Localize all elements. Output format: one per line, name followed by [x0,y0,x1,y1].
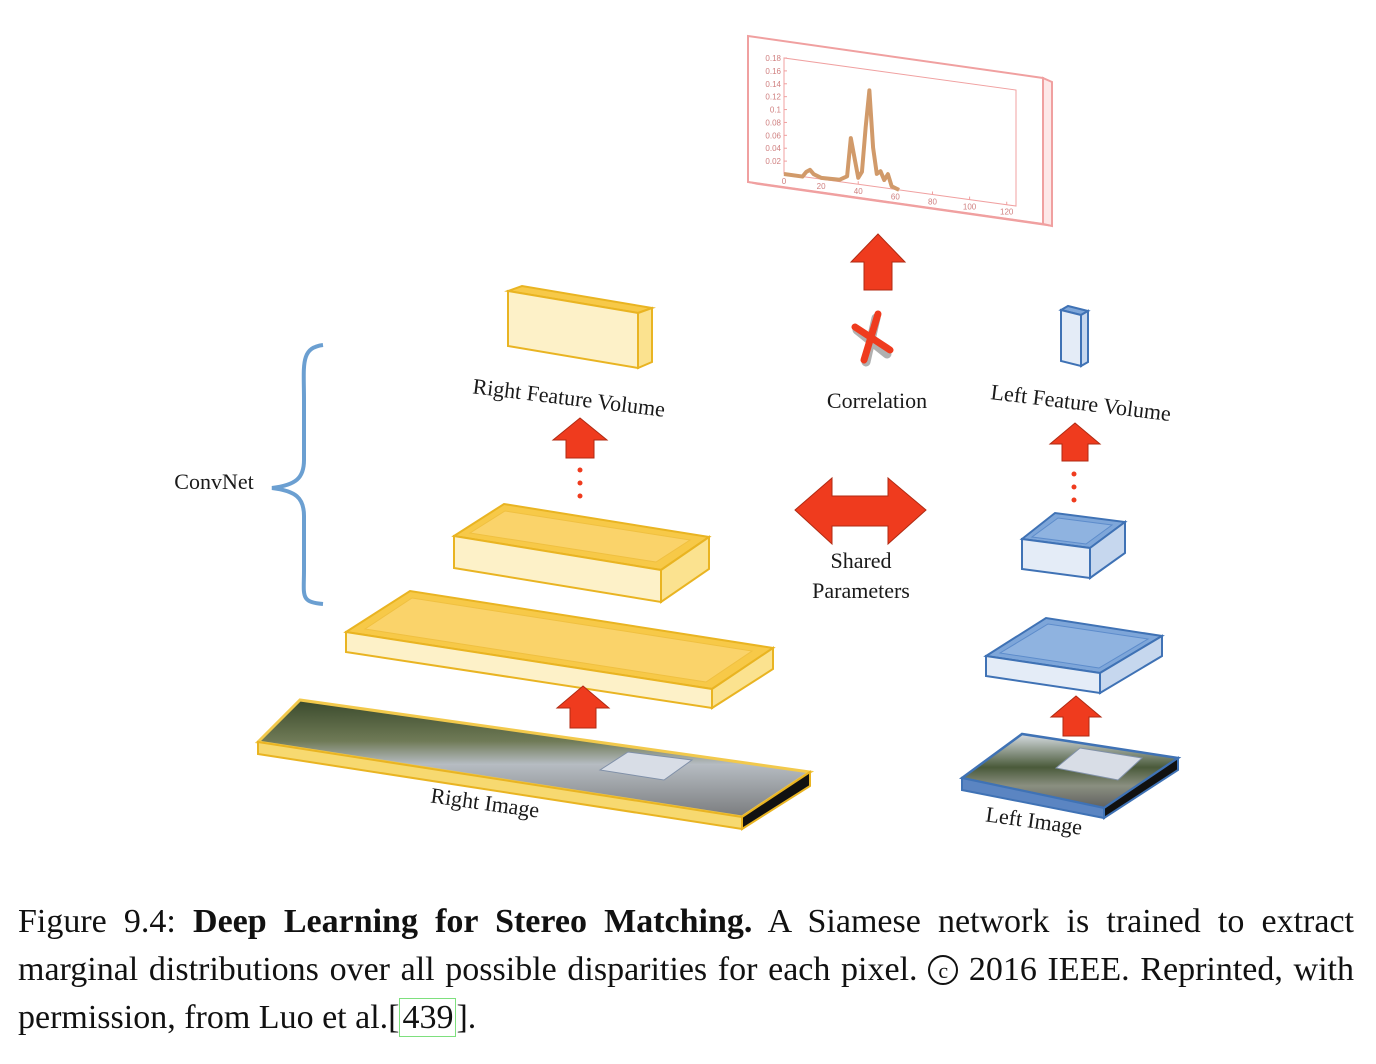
y-tick-label: 0.1 [770,106,782,115]
y-tick-label: 0.08 [765,118,781,127]
shared-parameters-double-arrow [794,476,927,546]
plot-axes: 0 20 40 60 80 100 120 0.02 0.04 0.06 0.08 0.1 0.12 0.… [765,54,1017,217]
right-feature-volume-label: Right Feature Volume [471,373,666,421]
left-image-photo [959,732,1182,820]
left-convnet-layer-2 [1019,511,1128,580]
correlation-output-arrow [849,233,907,291]
convnet-brace [271,343,324,606]
y-tick-label: 0.04 [765,144,781,153]
caption-title: Deep Learning for Stereo Matching. [193,903,753,940]
right-feature-volume-box [504,284,656,370]
disparity-distribution-plot: 0 20 40 60 80 100 120 0.02 0.04 0.06 0.08 0.1 0.12 0.… [747,34,1053,228]
distribution-line [783,88,900,192]
y-tick-label: 0.14 [765,80,781,89]
y-tick-label: 0.18 [765,54,781,63]
left-convnet-layer-1 [983,616,1165,695]
x-tick-label: 100 [963,203,977,212]
right-feature-arrow [551,417,609,459]
right-image-arrow [555,685,611,729]
left-image-arrow [1049,695,1103,737]
figure-caption: Figure 9.4: Deep Learning for Stereo Mat… [18,898,1354,1042]
y-tick-label: 0.02 [765,157,781,166]
y-tick-label: 0.12 [765,93,781,102]
x-tick-label: 20 [817,182,826,191]
shared-label-line2: Parameters [812,578,910,603]
shared-label-line1: Shared [830,548,891,573]
left-ellipsis-dots [1071,471,1077,503]
convnet-label: ConvNet [174,469,253,494]
caption-figure-number: Figure 9.4: [18,903,176,940]
caption-ref-open: [ [388,999,400,1036]
caption-text-2: 2016 IEEE. Reprinted, with permission, f… [18,951,1355,1036]
right-convnet-layer-1 [343,589,776,710]
right-convnet-layer-2 [451,502,712,604]
x-tick-label: 40 [854,187,863,196]
right-image-photo [254,698,815,831]
caption-text-1: A Siamese network is trained to extract … [18,903,1355,988]
x-tick-label: 80 [928,197,937,206]
right-ellipsis-dots [577,467,583,499]
correlation-multiply-icon [851,310,894,367]
x-tick-label: 60 [891,192,900,201]
left-feature-volume-box [1058,304,1091,368]
x-tick-label: 0 [782,177,787,186]
stereo-matching-diagram: 0 20 40 60 80 100 120 0.02 0.04 0.06 0.08 0.1 0.12 0.… [174,34,1182,840]
correlation-label: Correlation [827,388,927,413]
y-tick-label: 0.06 [765,131,781,140]
x-tick-label: 120 [1000,208,1014,217]
left-feature-volume-label: Left Feature Volume [989,379,1172,426]
copyright-icon: c [928,955,959,985]
left-feature-arrow [1048,422,1102,462]
caption-ref-close: ]. [456,999,477,1036]
reference-link[interactable]: 439 [399,998,457,1037]
y-tick-label: 0.16 [765,67,781,76]
